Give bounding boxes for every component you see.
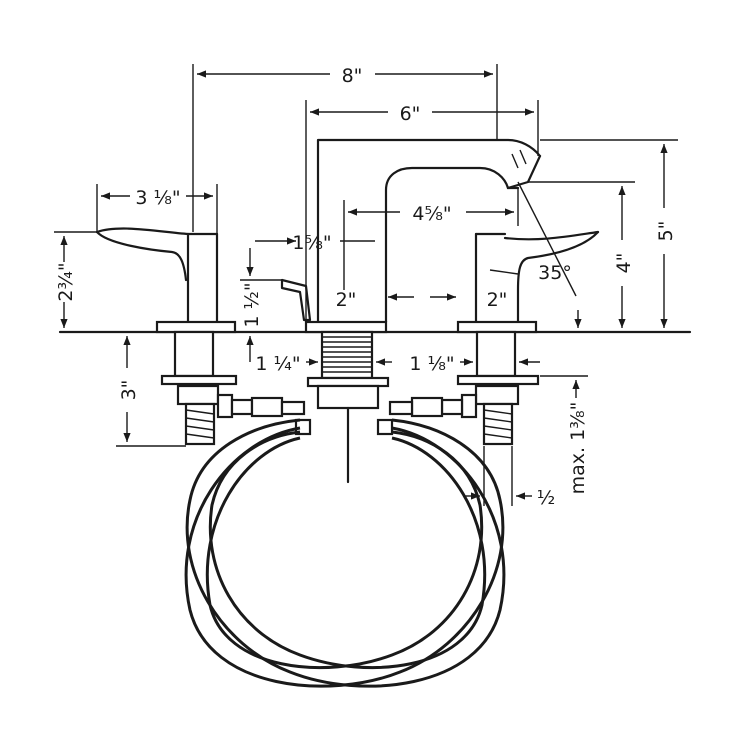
dim-handle-height: 2³⁄₄" xyxy=(55,262,77,301)
dim-overall-width: 8" xyxy=(342,65,363,87)
dim-popup-offset: 1⁵⁄₈" xyxy=(292,232,331,254)
dimensions: 8" 6" 3 ¹⁄₈" 2³⁄₄" 4⁵⁄₈" 1⁵⁄₈" 1 ¹⁄₂" xyxy=(54,64,678,509)
spout-shank xyxy=(306,330,390,484)
supply-hoses xyxy=(184,418,506,688)
hose-connectors xyxy=(250,396,444,436)
dim-spout-outlet-height: 4" xyxy=(613,253,635,274)
dim-angle: 35° xyxy=(538,262,572,284)
dim-spout-inner: 4⁵⁄₈" xyxy=(412,203,451,225)
dim-connection: ¹⁄₂ xyxy=(537,487,555,509)
dim-shank-left: 1 ¹⁄₄" xyxy=(255,353,300,375)
dim-max-deck: max. 1³⁄₈" xyxy=(567,402,589,495)
right-handle xyxy=(456,230,600,334)
dim-gap-width: 2" xyxy=(487,289,508,311)
dim-spout-reach: 6" xyxy=(400,103,421,125)
dim-spout-base-width: 2" xyxy=(336,289,357,311)
dim-popup-height: 1 ¹⁄₂" xyxy=(241,282,263,327)
left-valve xyxy=(160,330,254,446)
dim-valve-depth: 3" xyxy=(118,380,140,401)
right-valve xyxy=(440,330,540,446)
dim-total-height: 5" xyxy=(655,221,677,242)
left-handle xyxy=(95,227,237,334)
dim-shank-right: 1 ¹⁄₈" xyxy=(409,353,454,375)
dim-handle-width: 3 ¹⁄₈" xyxy=(135,187,180,209)
